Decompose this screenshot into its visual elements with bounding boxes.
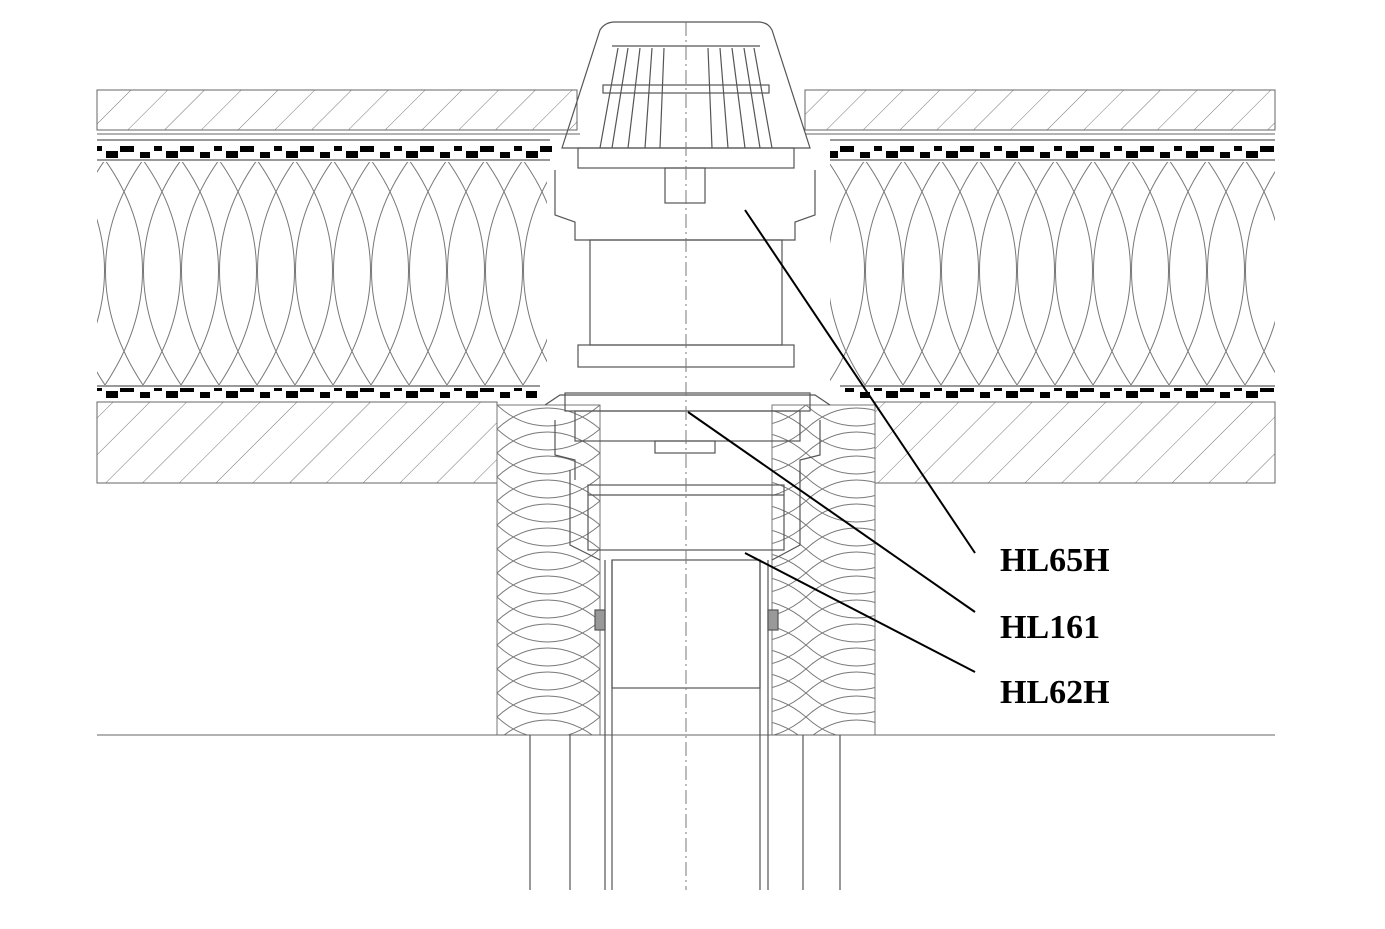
leader-lines (687, 209, 976, 673)
pipe-insulation (496, 404, 876, 736)
thermal-insulation-layer (97, 162, 1275, 385)
hl161-drain-insert (544, 392, 831, 480)
label-hl161: HL161 (1000, 609, 1101, 646)
label-hl62h: HL62H (1000, 674, 1110, 711)
label-hl65h: HL65H (1000, 542, 1110, 579)
hl65h-gully-top (554, 21, 816, 368)
upper-membrane (97, 139, 1275, 161)
leader-hl62h (744, 552, 976, 673)
lower-membrane (97, 385, 1275, 400)
leader-hl161 (687, 411, 976, 613)
top-paving-layer (96, 89, 1276, 135)
leader-hl65h (744, 209, 976, 554)
concrete-slab (96, 401, 1276, 484)
